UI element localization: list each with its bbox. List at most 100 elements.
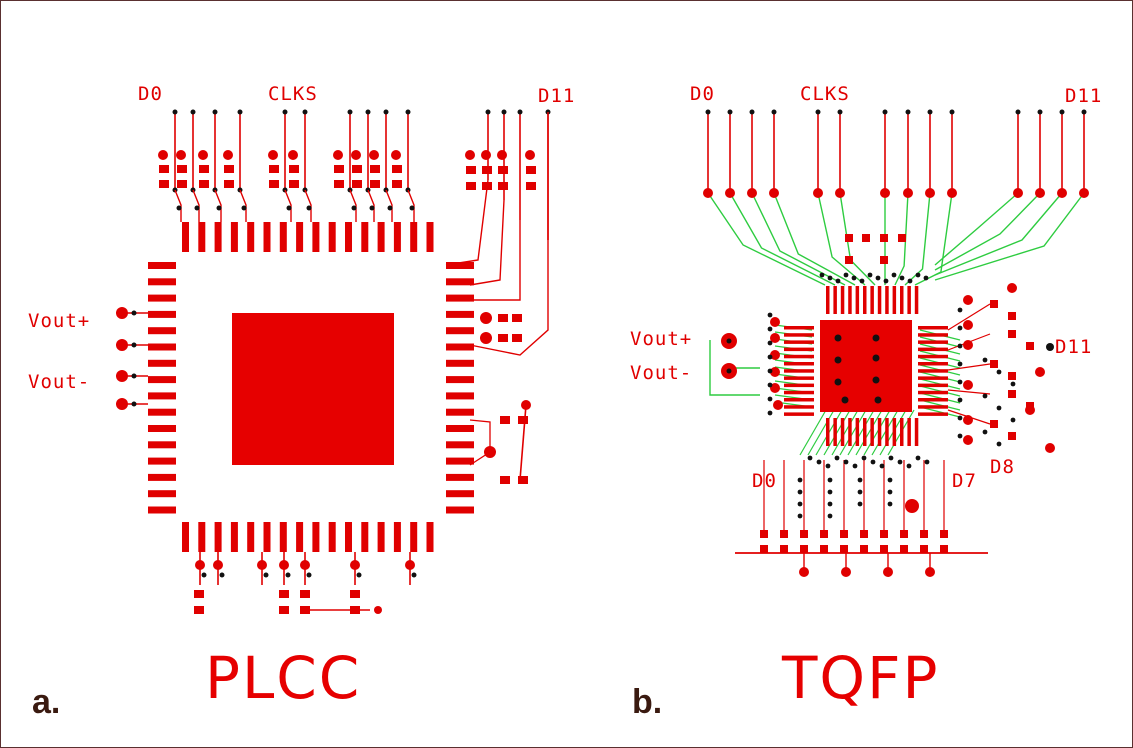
plcc-pad-left	[148, 392, 176, 400]
tqfp-pin-right	[918, 398, 948, 402]
tqfp-via-pad	[703, 188, 713, 198]
tqfp-pin-top	[877, 286, 882, 314]
tqfp-trace-end	[749, 109, 755, 115]
plcc-via	[131, 310, 137, 316]
plcc-pad-left	[148, 506, 176, 514]
plcc-trace-end	[172, 109, 178, 115]
tqfp-pin-top	[863, 286, 867, 314]
tqfp-via	[816, 459, 822, 465]
tqfp-label-d11-side: D11	[1055, 336, 1092, 358]
tqfp-bottom-trace	[847, 409, 875, 456]
tqfp-via	[1046, 343, 1054, 351]
tqfp-pin-bottom	[863, 418, 867, 446]
tqfp-via	[857, 477, 863, 483]
tqfp-resistor	[780, 530, 788, 538]
tqfp-left-pad	[770, 350, 780, 360]
tqfp-resistor	[1008, 372, 1016, 380]
tqfp-via	[767, 396, 773, 402]
plcc-pad-left	[148, 408, 176, 416]
tqfp-paddle-via	[834, 356, 842, 364]
tqfp-via-pad	[1035, 188, 1045, 198]
tqfp-via-pad	[1079, 188, 1089, 198]
plcc-pad-right	[446, 359, 474, 367]
plcc-resistor-pad	[158, 150, 168, 160]
plcc-pad-bottom	[377, 522, 385, 552]
tqfp-via	[982, 357, 988, 363]
plcc-side-trace	[469, 419, 491, 466]
plcc-pad-bottom	[345, 522, 352, 552]
tqfp-resistor	[900, 530, 908, 538]
plcc-resistor-pad	[351, 150, 361, 160]
tqfp-resistor	[860, 545, 868, 553]
tqfp-right-pad	[963, 295, 973, 305]
tqfp-left-pad	[770, 317, 780, 327]
tqfp-resistor	[800, 545, 808, 553]
tqfp-via	[996, 369, 1002, 375]
tqfp-via	[867, 272, 873, 278]
plcc-resistor-pad	[525, 150, 535, 160]
tqfp-via	[835, 278, 841, 284]
plcc-resistor	[518, 476, 528, 484]
tqfp-bottom-trace	[709, 340, 760, 396]
plcc-pad-bottom	[426, 522, 434, 552]
plcc-pad-left	[148, 359, 176, 367]
plcc-fanout	[192, 189, 200, 222]
tqfp-resistor	[940, 545, 948, 553]
tqfp-pin-top	[826, 286, 830, 314]
tqfp-via-pad	[925, 188, 935, 198]
plcc-pad-left	[148, 490, 176, 498]
tqfp-label-d8: D8	[990, 456, 1015, 478]
plcc-label-d0: D0	[138, 83, 163, 105]
plcc-resistor	[392, 180, 402, 188]
tqfp-pin-bottom	[914, 418, 919, 446]
plcc-resistor-pad	[176, 150, 186, 160]
tqfp-paddle-via	[834, 378, 842, 386]
tqfp-via	[923, 275, 929, 281]
tqfp-pin-top	[833, 286, 837, 314]
plcc-via	[194, 205, 200, 211]
panel-a-package-name: PLCC	[205, 644, 361, 712]
tqfp-pin-bottom	[833, 418, 837, 446]
tqfp-pin-right	[918, 405, 948, 409]
tqfp-via-pad	[1013, 188, 1023, 198]
plcc-via	[176, 205, 182, 211]
tqfp-pin-top	[892, 286, 897, 314]
tqfp-via	[807, 455, 813, 461]
tqfp-via-pad	[947, 188, 957, 198]
plcc-bottom-pad	[257, 560, 267, 570]
tqfp-via	[1010, 381, 1016, 387]
plcc-fanout	[407, 189, 415, 222]
tqfp-pin-right	[918, 347, 948, 352]
tqfp-bottom-trace	[863, 409, 891, 456]
tqfp-via-pad	[1057, 188, 1067, 198]
tqfp-bottom-trace	[799, 409, 827, 456]
plcc-bottom-pad	[195, 560, 205, 570]
tqfp-bottom-pad	[905, 499, 919, 513]
tqfp-via	[857, 501, 863, 507]
plcc-bottom-pad	[300, 560, 310, 570]
plcc-side-pad	[480, 332, 492, 344]
plcc-resistor	[194, 606, 204, 614]
plcc-fanout	[349, 189, 357, 222]
tqfp-via	[887, 489, 893, 495]
plcc-pad-right	[446, 376, 474, 384]
tqfp-via	[875, 275, 881, 281]
tqfp-resistor	[1008, 312, 1016, 320]
tqfp-via	[887, 501, 893, 507]
plcc-d11-trace	[470, 220, 521, 301]
tqfp-via	[870, 459, 876, 465]
plcc-trace-end	[365, 109, 371, 115]
plcc-bottom-pad	[213, 560, 223, 570]
tqfp-via-pad	[903, 188, 913, 198]
tqfp-right-pad	[1045, 443, 1055, 453]
tqfp-label-d11: D11	[1065, 85, 1102, 107]
tqfp-right-pad	[963, 435, 973, 445]
tqfp-paddle-via	[834, 334, 842, 342]
plcc-resistor	[526, 166, 536, 174]
plcc-resistor	[224, 180, 234, 188]
plcc-trace-end	[383, 109, 389, 115]
plcc-pad-right	[446, 457, 474, 465]
tqfp-via	[827, 489, 833, 495]
tqfp-pin-top	[848, 286, 852, 314]
plcc-resistor	[498, 182, 508, 190]
